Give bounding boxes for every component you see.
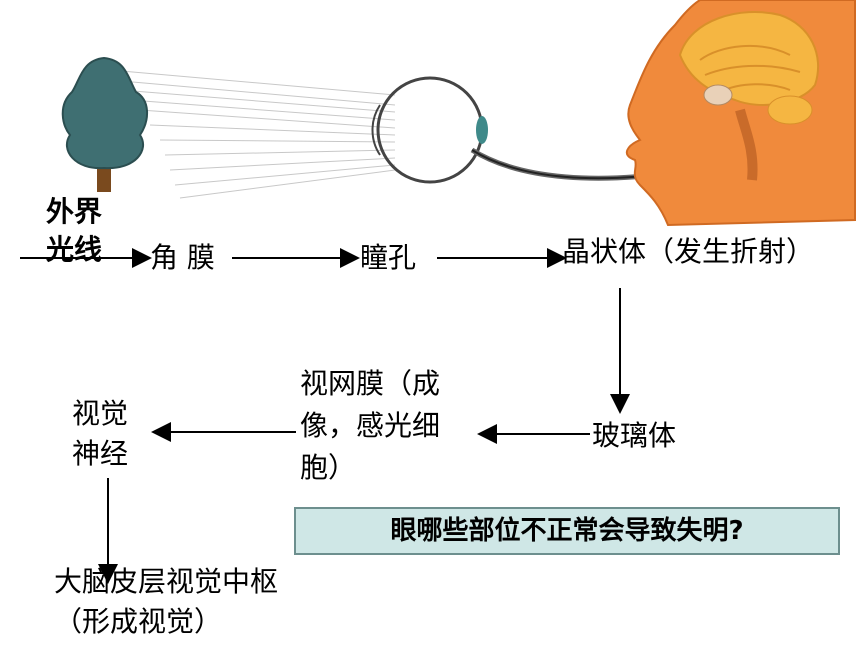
light-beam [109,69,396,199]
vitreous-label: 玻璃体 [592,419,677,452]
outside-light-label-line1: 外界 [46,195,103,228]
optic-nerve-label-line2: 神经 [72,437,129,470]
retina-label-line3: 胞） [300,451,357,484]
flow-arrows [20,248,630,584]
visual-cortex-label-line1: 大脑皮层视觉中枢 [54,565,279,598]
lens-label: 晶状体（发生折射） [562,235,815,268]
retina-label-line2: 像，感光细 [300,409,441,442]
visual-cortex-label-line2: （形成视觉） [54,605,223,638]
tree-icon [61,56,148,192]
optic-nerve-label-line1: 视觉 [72,397,129,430]
cornea-label: 角 膜 [150,241,215,274]
pupil-label: 瞳孔 [360,241,417,274]
retina-label-line1: 视网膜（成 [300,367,441,400]
outside-light-label-line2: 光线 [46,233,103,266]
question-box: 眼哪些部位不正常会导致失明? [294,507,840,555]
head-icon [625,0,856,227]
eye-icon [371,76,488,184]
